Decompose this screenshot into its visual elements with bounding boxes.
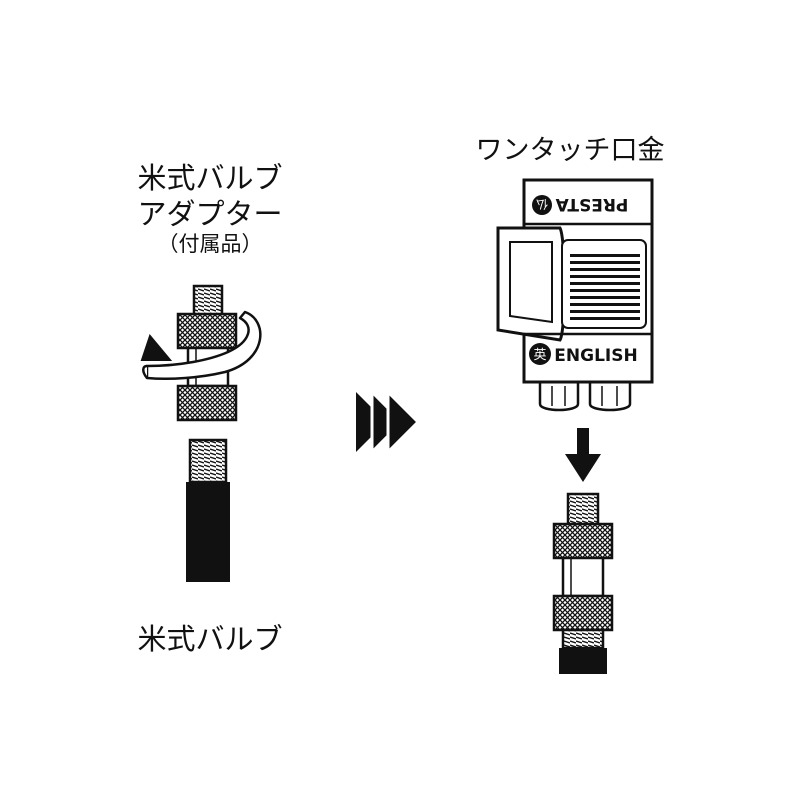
rotation-arrow-head	[140, 333, 173, 361]
assembled-valve-thread	[561, 628, 605, 650]
down-arrow-icon	[565, 428, 601, 482]
adapter-upper-knurl	[176, 312, 238, 350]
assembled-top-thread	[566, 492, 600, 528]
pump-head-foot-right	[588, 378, 632, 412]
rotation-arrow-icon	[140, 310, 262, 380]
adapter-title-line2: アダプター	[137, 197, 283, 231]
assembled-valve-stem	[559, 648, 607, 674]
adapter-title-line1: 米式バルブ	[137, 161, 283, 195]
pump-head-foot-left	[538, 378, 580, 412]
presta-badge-icon	[532, 195, 552, 215]
pump-head: PRESTA 仏 英 ENGLISH	[496, 178, 654, 412]
assembled-body	[561, 554, 605, 598]
english-label: ENGLISH	[554, 346, 637, 366]
valve-with-adapter	[552, 492, 614, 674]
next-step-arrows-icon	[356, 388, 421, 456]
english-badge-icon	[529, 343, 551, 365]
pump-head-label: ワンタッチ口金	[475, 135, 665, 166]
valve-label: 米式バルブ	[137, 622, 283, 656]
valve-thread	[188, 438, 228, 484]
adapter-note: （付属品）	[157, 232, 263, 256]
assembled-lower-knurl	[552, 594, 614, 632]
presta-badge: 仏	[536, 197, 548, 211]
pump-head-grip-ribs	[570, 250, 640, 320]
schrader-valve	[186, 438, 230, 582]
adapter-lower-knurl	[176, 384, 238, 422]
english-badge: 英	[533, 348, 546, 363]
adapter-title: 米式バルブ アダプター	[110, 160, 310, 232]
presta-label: PRESTA	[555, 194, 629, 214]
adapter-top-thread	[192, 284, 224, 318]
assembled-upper-knurl	[552, 522, 614, 560]
valve-stem	[186, 482, 230, 582]
